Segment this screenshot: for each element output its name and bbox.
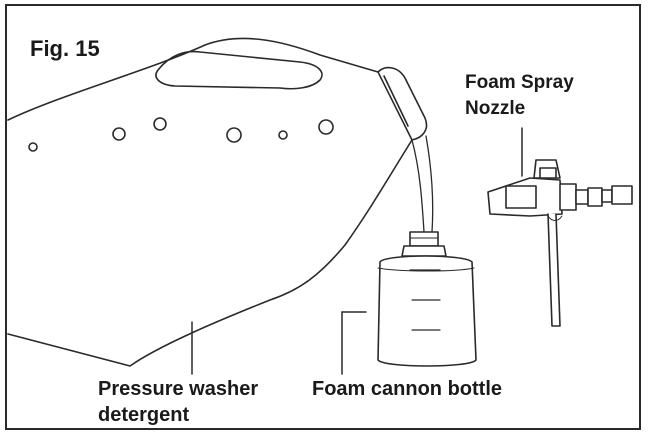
detergent-label: Pressure washer xyxy=(98,378,259,400)
foam-spray-nozzle-label-line2: Nozzle xyxy=(465,98,526,119)
foam-spray-nozzle-label: Foam Spray xyxy=(465,72,574,93)
foam-bottle-icon xyxy=(377,231,477,367)
foam-cannon-bottle-label: Foam cannon bottle xyxy=(312,378,502,400)
detergent-stream xyxy=(411,135,434,233)
leader-lines xyxy=(191,127,523,375)
foam-nozzle-icon xyxy=(487,159,633,327)
figure-label: Fig. 15 xyxy=(30,36,100,61)
detergent-label-line2: detergent xyxy=(98,404,190,426)
detergent-jug-icon xyxy=(7,37,428,367)
